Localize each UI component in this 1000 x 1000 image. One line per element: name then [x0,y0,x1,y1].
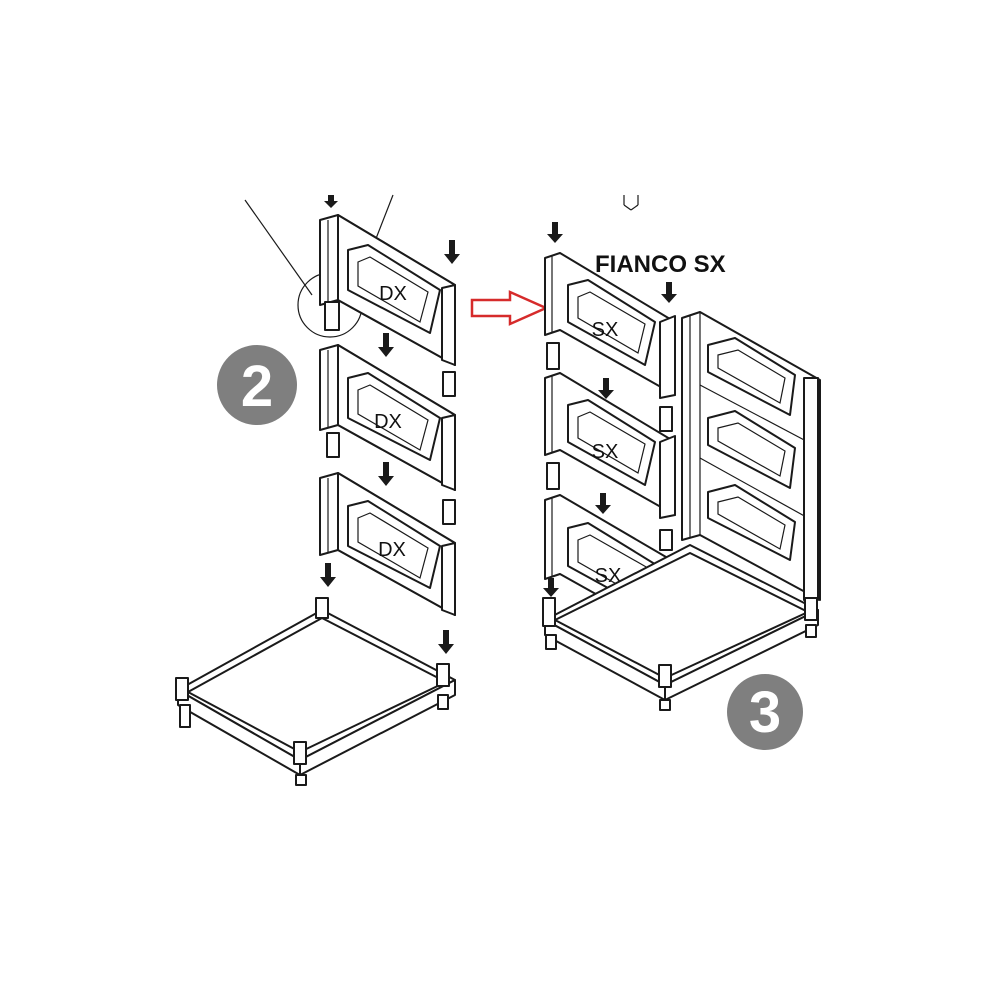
sx-panel-1-label: SX [592,319,619,341]
step-2-badge: 2 [217,345,297,425]
dx-panel-1: DX [319,214,456,366]
down-arrow-icon [543,578,559,597]
step-3-group: FIANCO SX SX [542,195,821,750]
down-arrow-icon [661,282,677,303]
back-structure [681,311,821,601]
right-arrow-icon [470,290,550,326]
sx-panel-3-label: SX [595,565,622,587]
down-arrow-icon [598,378,614,399]
down-arrow-icon [378,333,394,357]
dx-panel-3-label: DX [378,539,406,561]
base-frame-right [542,544,819,711]
down-arrow-icon [595,493,611,514]
step-2-number: 2 [241,354,273,419]
connector-blocks-right [546,342,673,551]
dx-panel-1-label: DX [379,283,407,305]
step-3-number: 3 [749,680,781,745]
down-arrow-icon [438,630,454,654]
down-arrow-icon [320,563,336,587]
step-3-badge: 3 [727,674,803,750]
sx-panel-2-label: SX [592,441,619,463]
sx-panel-2: SX [544,372,676,519]
transition-arrow [470,290,550,326]
dx-panel-2: DX [319,344,456,491]
down-arrow-icon [324,195,338,208]
fianco-sx-label: FIANCO SX [595,251,726,278]
down-arrows-left [320,195,460,654]
base-frame-left [175,597,456,786]
down-arrow-icon [378,462,394,486]
dx-panel-2-label: DX [374,411,402,433]
step-2-group: DX DX DX [175,194,460,786]
connector-blocks-left [324,301,456,525]
down-arrow-icon [547,222,563,243]
dx-panel-3: DX [319,472,456,616]
sx-panel-1: SX [544,252,676,399]
down-arrow-icon [444,240,460,264]
top-post-fragment [623,195,639,211]
